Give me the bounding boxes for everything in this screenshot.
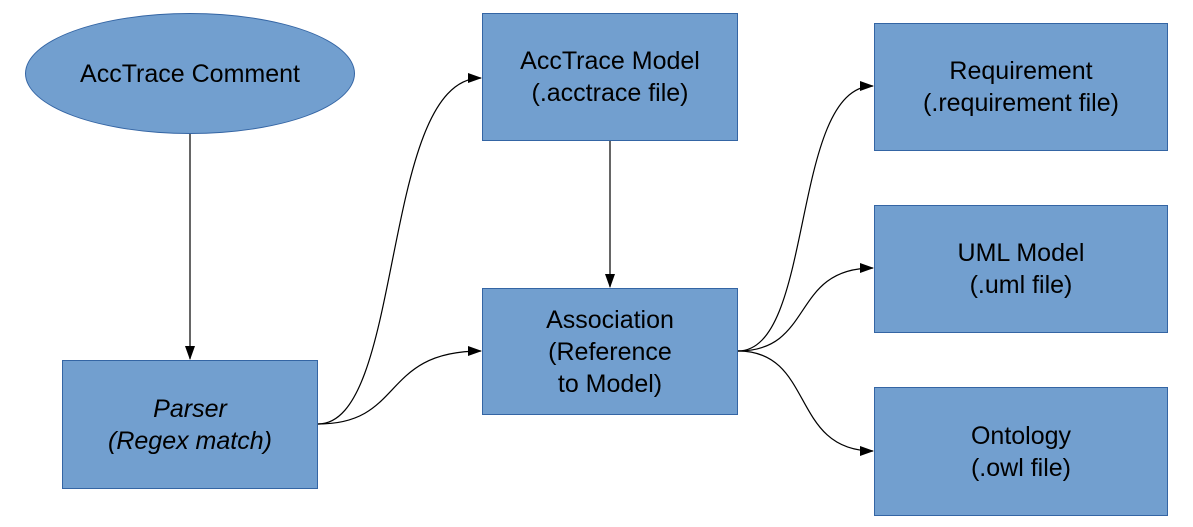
association-node: Association (Reference to Model) [482,288,738,415]
edge-parser-to-association [317,346,482,425]
association-label: Association [546,305,674,334]
requirement-sublabel: (.requirement file) [923,89,1119,117]
requirement-label: Requirement [949,57,1093,85]
uml-model-label: UML Model [957,239,1085,267]
edge-association-to-uml [737,263,874,352]
acctrace-comment-node: AccTrace Comment [25,13,355,134]
acctrace-comment-label: AccTrace Comment [80,59,300,88]
acctrace-model-sublabel: (.acctrace file) [531,79,689,107]
association-sublabel-2: to Model) [557,369,663,398]
edge-association-to-ontology [737,350,874,456]
edge-association-to-requirement [737,81,874,352]
ontology-sublabel: (.owl file) [970,453,1071,482]
ontology-node: Ontology (.owl file) [874,387,1168,516]
ontology-label: Ontology [970,421,1072,450]
uml-model-sublabel: (.uml file) [969,271,1073,299]
parser-sublabel: (Regex match) [108,426,272,455]
association-sublabel-1: (Reference [548,337,672,366]
parser-label: Parser [153,394,227,423]
requirement-node: Requirement (.requirement file) [874,23,1168,151]
parser-node: Parser (Regex match) [62,360,318,489]
acctrace-model-label: AccTrace Model [520,47,700,75]
uml-model-node: UML Model (.uml file) [874,205,1168,333]
edge-parser-to-model [317,73,482,425]
acctrace-model-node: AccTrace Model (.acctrace file) [482,13,738,141]
